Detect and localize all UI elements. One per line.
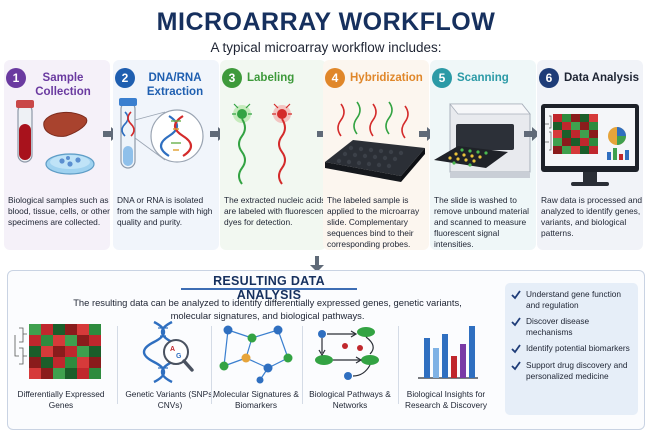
step-label: Sample Collection bbox=[35, 72, 91, 98]
pathway-icon bbox=[315, 327, 379, 380]
heatmap-icon bbox=[14, 324, 101, 379]
dna-magnifier-icon: A G bbox=[142, 320, 194, 384]
step-background bbox=[220, 60, 326, 250]
output-differentially-expressed-genes: Differentially Expressed Genes bbox=[11, 320, 111, 425]
step-scanning: 5 Scanning The slide is washed to remove… bbox=[430, 60, 536, 250]
benefit-text: Identify potential biomarkers bbox=[526, 343, 630, 353]
results-description: The resulting data can be analyzed to id… bbox=[73, 297, 462, 321]
step-header: 5 Scanning bbox=[432, 68, 509, 104]
output-genetic-variants: A G Genetic Variants (SNPs, CNVs) bbox=[120, 320, 220, 425]
output-label: Differentially Expressed Genes bbox=[17, 389, 105, 410]
step-sample-collection: 1 Sample Collection Biological samples s… bbox=[4, 60, 110, 250]
check-icon bbox=[511, 317, 521, 327]
benefit-text: Understand gene function and regulation bbox=[526, 289, 622, 310]
step-number-badge: 6 bbox=[539, 68, 559, 88]
step-labeling: 3 Labeling The extracted nucleic acids a… bbox=[220, 60, 326, 250]
step-label: Labeling bbox=[247, 72, 295, 84]
output-divider bbox=[302, 326, 303, 404]
step-hybridization: 4 Hybridization The labeled sample is ap… bbox=[323, 60, 429, 250]
arrow-right-icon bbox=[524, 127, 540, 141]
output-divider bbox=[211, 326, 212, 404]
output-label: Biological Pathways & Networks bbox=[309, 389, 391, 410]
step-data-analysis: 6 Data Analysis Raw data is processed an… bbox=[537, 60, 643, 250]
step-header: 3 Labeling bbox=[222, 68, 294, 104]
step-label: Data Analysis bbox=[564, 72, 639, 84]
output-divider bbox=[117, 326, 118, 404]
step-header: 1 Sample Collection bbox=[6, 68, 96, 104]
page-subtitle: A typical microarray workflow includes: bbox=[210, 40, 442, 55]
benefit-item: Discover disease mechanisms bbox=[511, 316, 632, 337]
output-biological-pathways: Biological Pathways & Networks bbox=[300, 320, 400, 425]
step-header: 6 Data Analysis bbox=[539, 68, 639, 104]
scanner-icon bbox=[434, 103, 531, 178]
svg-text:G: G bbox=[176, 353, 182, 360]
step-number-badge: 1 bbox=[6, 68, 26, 88]
sample-collection-icon bbox=[16, 100, 95, 175]
svg-text:A: A bbox=[170, 346, 175, 353]
step-extraction: 2 DNA/RNA Extraction DNA or RNA is isola… bbox=[113, 60, 219, 250]
output-label: Molecular Signatures & Biomarkers bbox=[213, 389, 299, 410]
step-label: DNA/RNA Extraction bbox=[146, 72, 204, 98]
step-header: 4 Hybridization bbox=[325, 68, 423, 104]
step-number-badge: 4 bbox=[325, 68, 345, 88]
step-description: The labeled sample is applied to the mic… bbox=[327, 195, 420, 249]
step-label: Scanning bbox=[457, 72, 509, 84]
output-biological-insights: Biological Insights for Research & Disco… bbox=[396, 320, 496, 425]
step-label: Hybridization bbox=[350, 72, 423, 84]
dna-extraction-icon bbox=[119, 98, 204, 169]
step-description: The slide is washed to remove unbound ma… bbox=[434, 195, 529, 249]
results-title: RESULTING DATA ANALYSIS bbox=[181, 274, 357, 302]
step-description: Biological samples such as blood, tissue… bbox=[8, 195, 110, 227]
network-graph-icon bbox=[219, 325, 293, 384]
output-divider bbox=[398, 326, 399, 404]
monitor-heatmap-icon bbox=[541, 104, 639, 186]
microarray-slide-icon bbox=[325, 101, 425, 182]
fluorescent-label-icon bbox=[232, 103, 292, 185]
bar-chart-icon bbox=[418, 326, 478, 379]
benefit-item: Understand gene function and regulation bbox=[511, 289, 632, 310]
step-description: The extracted nucleic acids are labeled … bbox=[224, 195, 326, 227]
output-label: Biological Insights for Research & Disco… bbox=[404, 389, 488, 410]
step-header: 2 DNA/RNA Extraction bbox=[115, 68, 210, 104]
step-number-badge: 3 bbox=[222, 68, 242, 88]
step-description: DNA or RNA is isolated from the sample w… bbox=[117, 195, 213, 227]
output-label: Genetic Variants (SNPs, CNVs) bbox=[125, 389, 215, 410]
benefit-text: Support drug discovery and personalized … bbox=[526, 360, 628, 381]
benefit-text: Discover disease mechanisms bbox=[526, 316, 590, 337]
output-molecular-signatures: Molecular Signatures & Biomarkers bbox=[206, 320, 306, 425]
step-number-badge: 2 bbox=[115, 68, 135, 88]
arrow-down-icon bbox=[310, 256, 324, 272]
step-number-badge: 5 bbox=[432, 68, 452, 88]
benefit-item: Support drug discovery and personalized … bbox=[511, 360, 632, 381]
benefit-item: Identify potential biomarkers bbox=[511, 343, 632, 354]
step-description: Raw data is processed and analyzed to id… bbox=[541, 195, 643, 238]
check-icon bbox=[511, 290, 521, 300]
benefits-list: Understand gene function and regulation … bbox=[505, 283, 638, 415]
check-icon bbox=[511, 361, 521, 371]
check-icon bbox=[511, 344, 521, 354]
page-title: MICROARRAY WORKFLOW bbox=[156, 8, 496, 36]
